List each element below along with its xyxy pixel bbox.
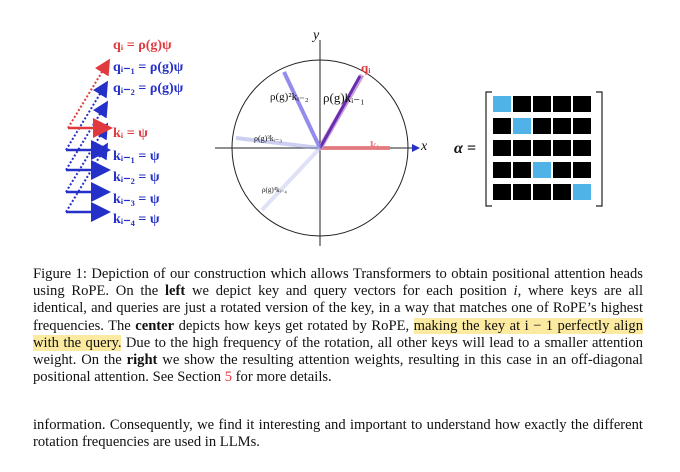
matrix-cell (493, 96, 511, 112)
matrix-cell (513, 96, 531, 112)
matrix-cell (553, 162, 571, 178)
matrix-cell (553, 184, 571, 200)
label-k-i: kᵢ = ψ (113, 126, 148, 141)
section-link[interactable]: 5 (224, 369, 233, 386)
label-k-i-2: kᵢ₋₂ = ψ (113, 170, 160, 185)
label-q-i: qᵢ = ρ(g)ψ (113, 38, 172, 53)
caption-text-3: , where keys are all identical, and quer… (33, 283, 644, 334)
caption-text-1: Figure 1: Depiction of our construction … (33, 266, 643, 300)
caption-var-i: i (513, 283, 518, 300)
matrix-cell (553, 96, 571, 112)
caption-text-6: we show the resulting attention weights,… (33, 352, 643, 386)
center-label-r3k-i-3: ρ(g)³kᵢ₋₃ (254, 134, 283, 143)
center-label-k-i: kᵢ (370, 138, 379, 152)
alpha-label: α = (454, 140, 476, 157)
matrix-cell (513, 118, 531, 134)
label-q-i-1: qᵢ₋₁ = ρ(g)ψ (113, 60, 184, 75)
matrix-cell (533, 96, 551, 112)
y-axis-label: y (313, 28, 320, 43)
x-axis-label: x (421, 139, 428, 154)
matrix-cell (513, 184, 531, 200)
matrix-cell (573, 118, 591, 134)
caption-text-2: we depict key and query vectors for each… (185, 283, 514, 300)
figure-caption: Figure 1: Depiction of our construction … (33, 266, 644, 386)
label-k-i-4: kᵢ₋₄ = ψ (113, 212, 160, 227)
center-label-r2k-i-2: ρ(g)²kᵢ₋₂ (270, 91, 309, 103)
matrix-cell (513, 162, 531, 178)
center-label-q-i: qᵢ (361, 60, 371, 75)
caption-left-bold: left (164, 283, 186, 300)
figure-graphics (65, 40, 603, 246)
caption-right-bold: right (126, 352, 158, 369)
matrix-cell (553, 140, 571, 156)
matrix-cell (553, 118, 571, 134)
query-vectors (65, 58, 111, 213)
matrix-cell (493, 140, 511, 156)
matrix-cell (533, 118, 551, 134)
center-label-rk-i-1: ρ(g)kᵢ₋₁ (323, 90, 365, 105)
label-k-i-1: kᵢ₋₁ = ψ (113, 149, 160, 164)
attention-matrix-brackets (485, 91, 603, 207)
key-vectors (66, 118, 113, 222)
caption-text-7: for more details. (232, 369, 332, 386)
matrix-cell (573, 184, 591, 200)
caption-center-bold: center (135, 317, 175, 334)
matrix-cell (573, 162, 591, 178)
matrix-cell (493, 118, 511, 134)
caption-text-5: Due to the high frequency of the rotatio… (33, 334, 644, 369)
rotation-diagram (215, 40, 420, 246)
center-label-r4k-i-4: ρ(g)⁴kᵢ₋₄ (262, 186, 287, 194)
matrix-cell (533, 162, 551, 178)
matrix-cell (573, 140, 591, 156)
matrix-cell (493, 184, 511, 200)
caption-text-4: depicts how keys get rotated by RoPE, (174, 317, 414, 334)
label-q-i-2: qᵢ₋₂ = ρ(g)ψ (113, 81, 184, 96)
matrix-cell (513, 140, 531, 156)
matrix-cell (533, 184, 551, 200)
matrix-cell (573, 96, 591, 112)
matrix-cell (493, 162, 511, 178)
figure-1: qᵢ = ρ(g)ψ qᵢ₋₁ = ρ(g)ψ qᵢ₋₂ = ρ(g)ψ kᵢ … (65, 28, 603, 246)
label-k-i-3: kᵢ₋₃ = ψ (113, 192, 160, 207)
matrix-cell (533, 140, 551, 156)
body-paragraph: information. Consequently, we find it in… (33, 417, 643, 451)
